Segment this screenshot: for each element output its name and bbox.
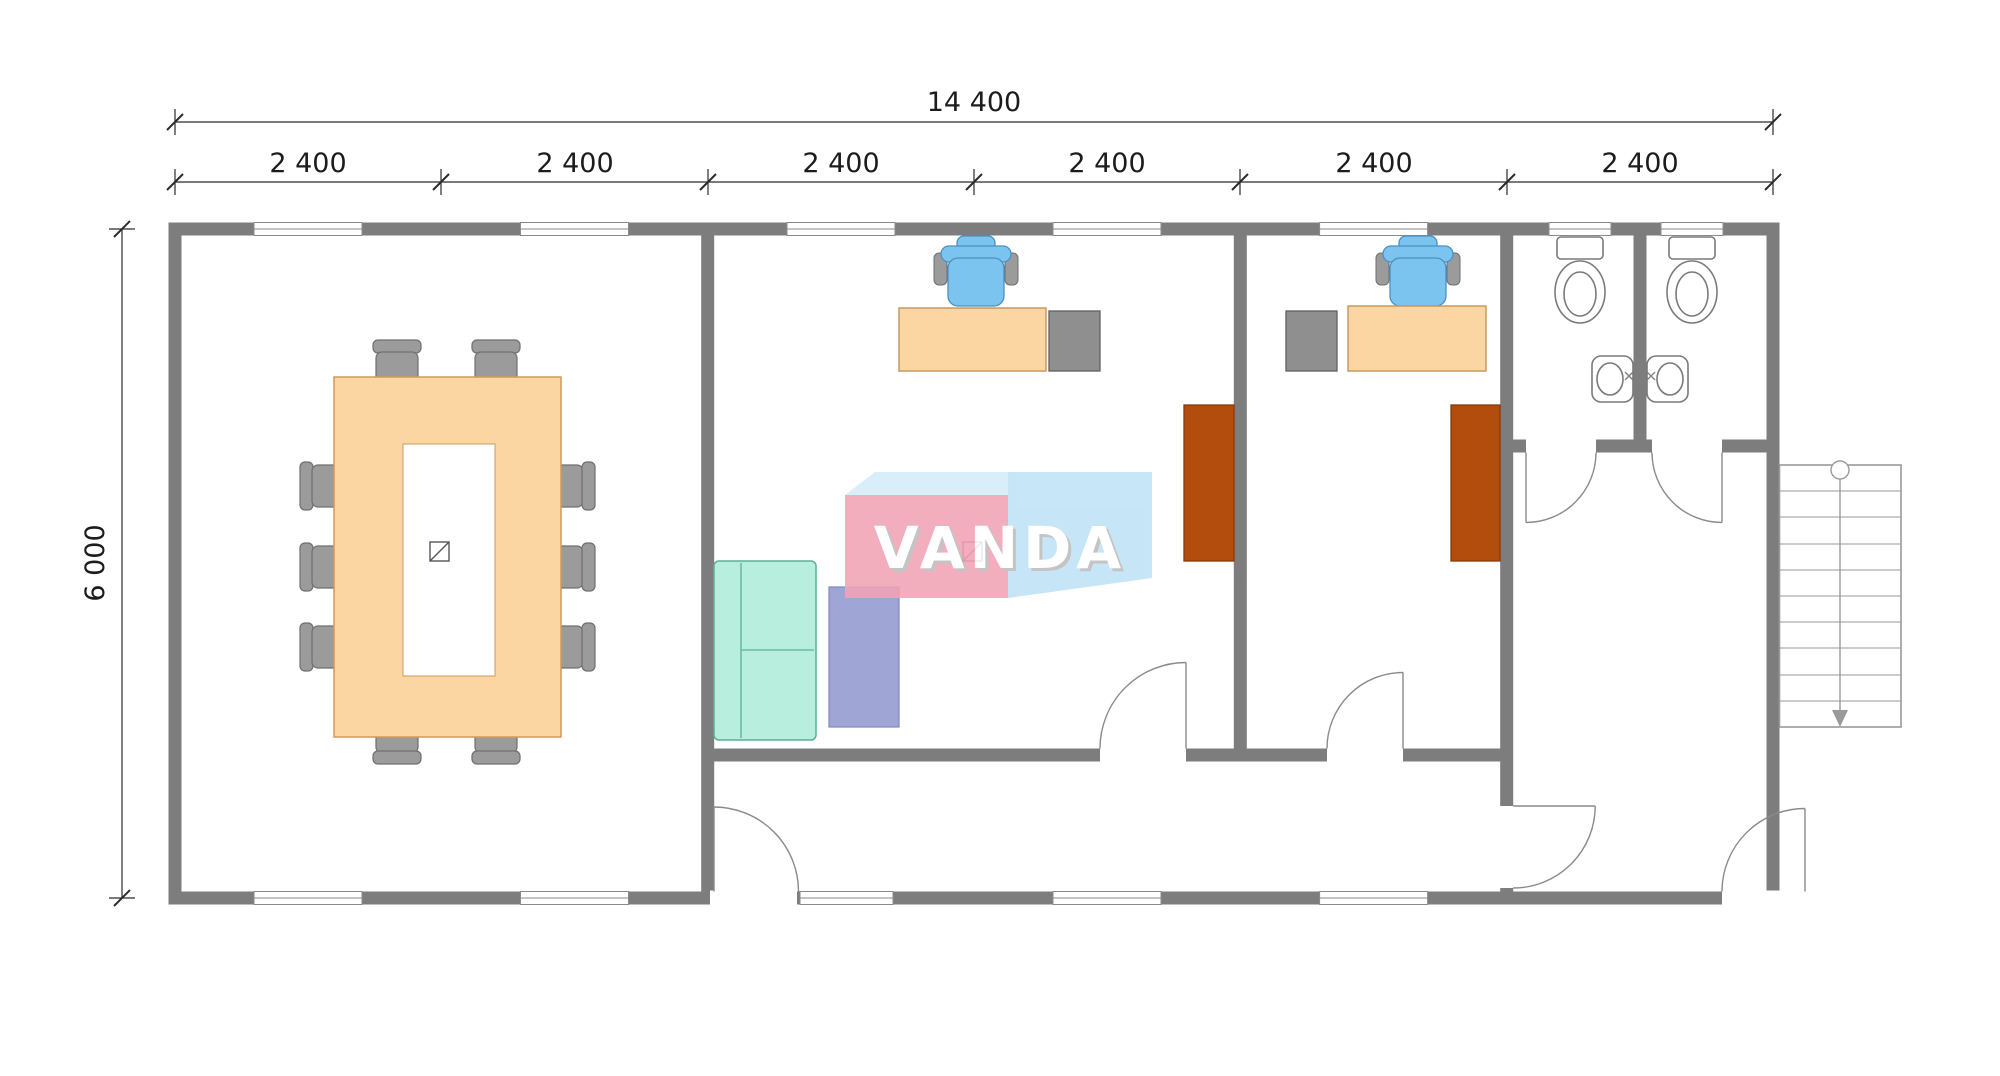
dimension-ticks <box>166 173 1782 191</box>
window <box>1052 891 1162 905</box>
bay-width-label: 2 400 <box>1335 148 1412 179</box>
toilet <box>1666 236 1718 324</box>
wall-bottom <box>168 891 1780 905</box>
logo-text: VANDA <box>874 514 1126 582</box>
dimension-top-bays: 2 400 2 400 2 400 2 400 2 400 2 400 <box>166 148 1782 195</box>
bay-width-label: 2 400 <box>536 148 613 179</box>
window <box>786 222 896 236</box>
bathroom-stall1-door <box>1525 452 1597 524</box>
tall-cabinet <box>1450 404 1501 562</box>
sink <box>1591 355 1634 403</box>
overall-width-label: 14 400 <box>927 87 1021 118</box>
dimension-ticks <box>113 220 131 907</box>
window <box>520 891 629 905</box>
hall-door <box>1513 805 1596 889</box>
window <box>1052 222 1162 236</box>
cabinet <box>1048 310 1101 372</box>
bathrooms <box>1554 236 1718 403</box>
wall-conference-office <box>701 222 715 905</box>
office-chair <box>933 235 1019 307</box>
chair <box>372 339 422 383</box>
seat <box>947 257 1005 307</box>
office2-door <box>1326 671 1404 749</box>
bay-width-label: 2 400 <box>1601 148 1678 179</box>
window <box>1660 222 1724 236</box>
wall-right <box>1766 222 1780 905</box>
seat <box>1389 257 1447 307</box>
logo-blue-top-shape <box>845 472 1008 495</box>
rug <box>828 586 900 728</box>
office-chair <box>1375 235 1461 307</box>
window <box>1319 222 1429 236</box>
stairs <box>1778 460 1902 728</box>
floor-box-symbol <box>429 541 450 562</box>
stair-start-marker <box>1830 460 1850 480</box>
opening-office2-door <box>1327 747 1403 763</box>
opening-right-entrance <box>1722 890 1805 906</box>
sofa-cushion-lines <box>740 563 814 738</box>
desk <box>898 307 1047 372</box>
logo-watermark: VANDA VANDA <box>845 472 1152 598</box>
dimension-left-height: 6 000 <box>80 220 135 907</box>
dimension-top-overall: 14 400 <box>166 87 1782 135</box>
window <box>799 891 894 905</box>
logo-text-shadow: VANDA <box>877 517 1129 585</box>
main-entrance-door <box>713 806 800 892</box>
desk <box>1347 305 1487 372</box>
wall-top <box>168 222 1780 236</box>
cabinet <box>1285 310 1338 372</box>
office1-door <box>1099 661 1187 749</box>
overall-height-label: 6 000 <box>80 524 111 601</box>
stair-direction-arrow <box>1832 710 1848 727</box>
bay-width-label: 2 400 <box>269 148 346 179</box>
window <box>1548 222 1612 236</box>
wall-office1-office2 <box>1233 222 1247 762</box>
sofa <box>713 560 817 741</box>
dimension-ticks <box>166 113 1782 131</box>
office-1 <box>713 235 1235 741</box>
wall-bathroom-divider <box>1633 222 1647 453</box>
bay-width-label: 2 400 <box>802 148 879 179</box>
window <box>1319 891 1429 905</box>
chair <box>471 339 521 383</box>
opening-stall2-door <box>1652 438 1722 454</box>
right-entrance-door <box>1721 807 1806 892</box>
window <box>253 222 363 236</box>
opening-hall-door <box>1499 806 1515 888</box>
office-2 <box>1285 235 1501 562</box>
conference-room <box>299 339 596 765</box>
bathroom-stall2-door <box>1651 452 1723 524</box>
opening-office1-door <box>1100 747 1186 763</box>
tall-cabinet <box>1183 404 1235 562</box>
window <box>253 891 363 905</box>
logo-pink-shape <box>845 495 1008 598</box>
toilet <box>1554 236 1606 324</box>
sink <box>1646 355 1689 403</box>
table-center-opening <box>402 443 496 677</box>
bay-width-label: 2 400 <box>1068 148 1145 179</box>
opening-main-entrance <box>710 890 797 906</box>
windows <box>253 222 1724 905</box>
wall-office2-hall <box>1500 222 1514 905</box>
wall-left <box>168 222 182 905</box>
opening-stall1-door <box>1526 438 1596 454</box>
door-openings <box>710 438 1805 906</box>
window <box>520 222 629 236</box>
conference-table <box>333 376 562 738</box>
door-swings <box>713 452 1806 892</box>
logo-blue-shape <box>1008 472 1152 598</box>
